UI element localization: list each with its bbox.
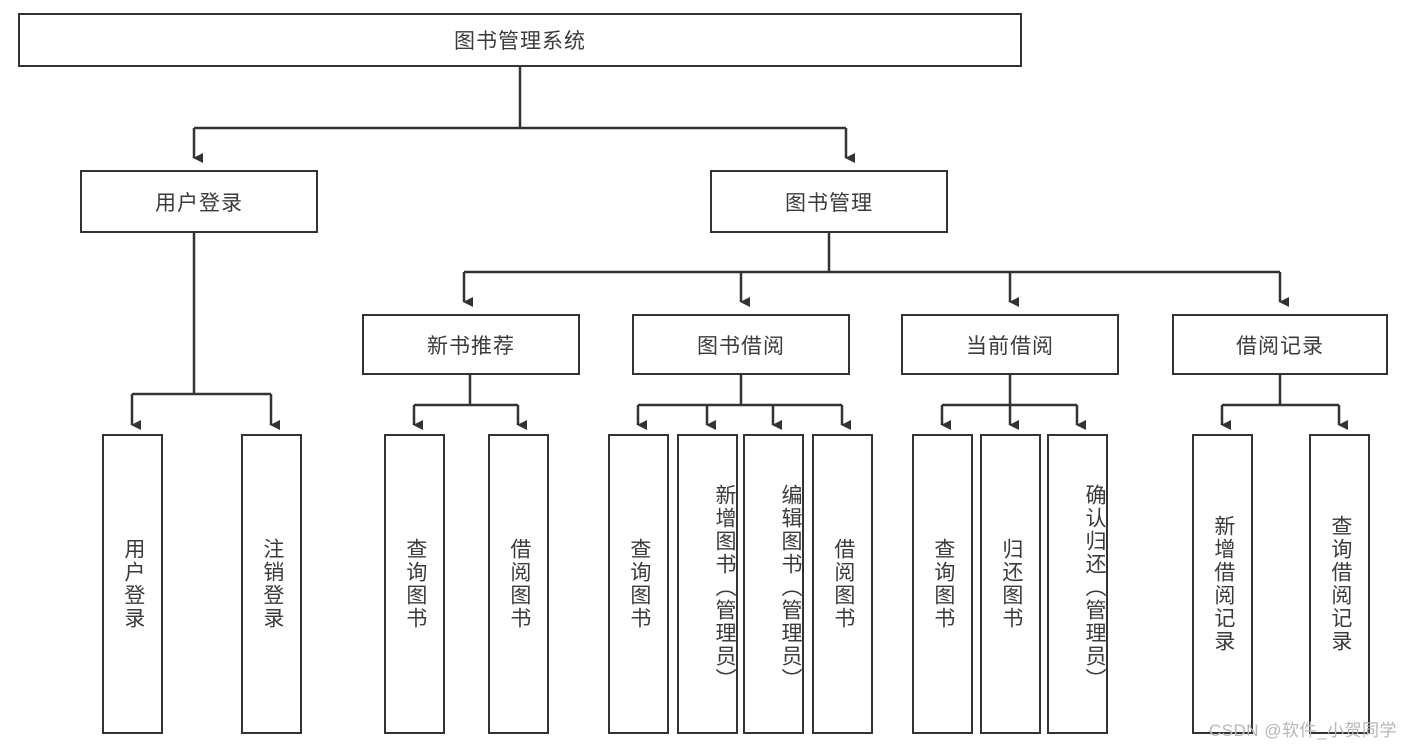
node-label: 借阅图书 [507,538,531,630]
edges-currentborrow-to-leaves [940,375,1086,430]
node-label: 用户登录 [155,191,243,215]
node-new-book-recommendation[interactable]: 新书推荐 [362,314,580,375]
node-user-login[interactable]: 用户登录 [80,170,318,233]
leaf-query-book-borrow[interactable]: 查询图书 [608,434,669,734]
node-label: 图书管理系统 [454,30,586,53]
edges-bookmgmt-to-level2 [462,233,1289,307]
node-book-management[interactable]: 图书管理 [710,170,948,233]
node-label: 新增借阅记录 [1211,515,1235,653]
leaf-logout[interactable]: 注销登录 [241,434,302,734]
node-label: 确认归还（管理员） [1083,483,1106,691]
node-borrow-record[interactable]: 借阅记录 [1172,314,1388,375]
node-label: 借阅记录 [1236,334,1324,358]
leaf-query-book-newbook[interactable]: 查询图书 [384,434,445,734]
node-root-book-management-system[interactable]: 图书管理系统 [18,13,1022,67]
edges-newbook-to-leaves [412,375,527,430]
node-label: 新书推荐 [427,334,515,358]
node-label: 编辑图书（管理员） [779,483,802,691]
leaf-borrow-book[interactable]: 借阅图书 [812,434,873,734]
edges-borrowrecord-to-leaves [1220,375,1348,430]
leaf-add-borrow-record[interactable]: 新增借阅记录 [1192,434,1253,734]
leaf-query-borrow-record[interactable]: 查询借阅记录 [1309,434,1370,734]
edges-root-to-level1 [192,67,855,163]
leaf-user-login[interactable]: 用户登录 [102,434,163,734]
node-label: 当前借阅 [966,334,1054,358]
node-label: 查询借阅记录 [1328,515,1352,653]
leaf-edit-book-admin[interactable]: 编辑图书（管理员） [743,434,804,734]
node-book-borrowing[interactable]: 图书借阅 [632,314,850,375]
edges-borrowbook-to-leaves [636,375,851,430]
node-label: 新增图书（管理员） [713,483,736,691]
node-label: 查询图书 [403,538,427,630]
leaf-borrow-book-newbook[interactable]: 借阅图书 [488,434,549,734]
watermark-text: CSDN @软件_小贺同学 [1208,721,1397,740]
node-label: 注销登录 [260,538,284,630]
leaf-return-book[interactable]: 归还图书 [980,434,1041,734]
node-label: 归还图书 [999,538,1023,630]
edges-userlogin-to-leaves [130,233,280,430]
node-label: 借阅图书 [831,538,855,630]
node-label: 用户登录 [121,538,145,630]
node-label: 图书管理 [785,191,873,215]
leaf-add-book-admin[interactable]: 新增图书（管理员） [677,434,738,734]
leaf-confirm-return-admin[interactable]: 确认归还（管理员） [1047,434,1108,734]
node-current-borrowing[interactable]: 当前借阅 [901,314,1119,375]
node-label: 查询图书 [931,538,955,630]
node-label: 图书借阅 [697,334,785,358]
leaf-query-book-current[interactable]: 查询图书 [912,434,973,734]
node-label: 查询图书 [627,538,651,630]
